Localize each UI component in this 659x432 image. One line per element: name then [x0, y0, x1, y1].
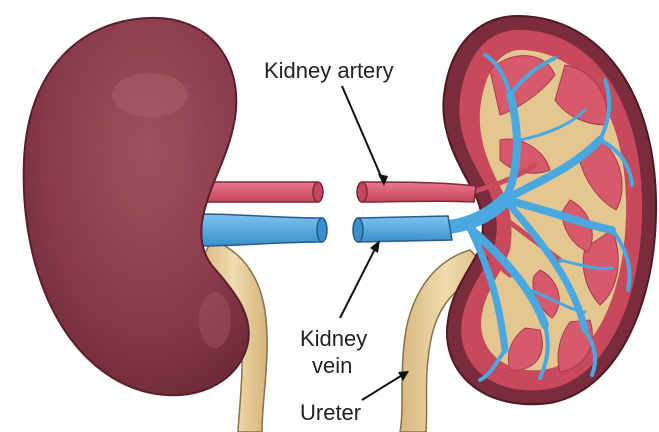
left-vein: [200, 214, 322, 246]
svg-text:Kidney: Kidney: [300, 326, 367, 351]
label-ureter: Ureter: [300, 371, 409, 425]
vein-leader-line: [340, 245, 377, 318]
right-kidney-section: [353, 16, 656, 432]
right-vein: [358, 216, 452, 242]
artery-leader-line: [342, 86, 383, 181]
left-artery: [200, 182, 318, 202]
right-artery: [362, 182, 476, 202]
svg-text:vein: vein: [312, 353, 352, 378]
label-kidney-artery: Kidney artery: [264, 58, 394, 186]
label-kidney-vein: Kidney vein: [300, 240, 380, 378]
svg-text:Kidney artery: Kidney artery: [264, 58, 394, 83]
ureter-leader-line: [362, 374, 404, 400]
svg-text:Ureter: Ureter: [300, 400, 361, 425]
